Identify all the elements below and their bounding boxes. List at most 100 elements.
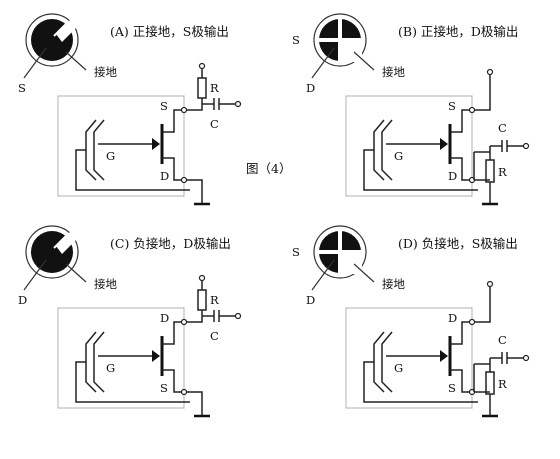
gate-label: G xyxy=(106,361,115,375)
capacitor-label: C xyxy=(210,329,219,343)
gate-plate-inner xyxy=(93,119,105,181)
jfet-symbol-quadrant xyxy=(342,42,362,62)
bottom-lead xyxy=(162,157,184,181)
ground-label: 接地 xyxy=(94,277,117,291)
bottom-terminal xyxy=(180,388,188,396)
supply-terminal xyxy=(198,62,206,70)
panel-caption: (C) 负接地，D极输出 xyxy=(110,236,231,251)
gate-plate-inner xyxy=(381,331,393,393)
pin-label: D xyxy=(306,81,315,95)
pin-leader-line xyxy=(311,259,335,291)
bottom-lead xyxy=(450,369,472,393)
bottom-pin-label: S xyxy=(448,381,456,395)
jfet-symbol-vcut xyxy=(338,18,342,62)
top-lead xyxy=(450,321,472,345)
resistor xyxy=(485,159,495,183)
panel-caption: (A) 正接地，S极输出 xyxy=(110,24,229,39)
circuit-frame xyxy=(57,307,185,409)
gate-arrow xyxy=(152,350,160,362)
gate-return-wire xyxy=(75,149,190,191)
jfet-symbol-ring xyxy=(25,225,79,279)
output-terminal xyxy=(522,354,530,362)
jfet-symbol-gap xyxy=(53,23,67,37)
capacitor-label: C xyxy=(210,117,219,131)
top-pin-label: D xyxy=(448,311,457,325)
supply-wire xyxy=(474,286,491,323)
ground-label: 接地 xyxy=(94,65,117,79)
supply-terminal xyxy=(486,68,494,76)
top-pin-label: S xyxy=(160,99,168,113)
pin-leader-line xyxy=(23,47,47,79)
bottom-pin-label: D xyxy=(448,169,457,183)
bottom-pin-label: D xyxy=(160,169,169,183)
gate-arrow xyxy=(440,138,448,150)
capacitor-label: C xyxy=(498,333,507,347)
supply-terminal xyxy=(486,280,494,288)
pin-leader-line xyxy=(311,47,335,79)
resistor xyxy=(197,77,207,99)
bottom-terminal xyxy=(180,176,188,184)
resistor-label: R xyxy=(498,377,507,391)
top-terminal xyxy=(468,318,476,326)
supply-wire xyxy=(474,74,491,111)
resistor xyxy=(197,289,207,311)
gate-label: G xyxy=(394,361,403,375)
gate-return-wire xyxy=(363,149,478,191)
ground-label: 接地 xyxy=(382,65,405,79)
gate-plate-outer xyxy=(85,331,97,393)
jfet-symbol-notch xyxy=(56,230,78,254)
resistor-node-wire xyxy=(186,310,203,323)
bottom-lead xyxy=(450,157,472,181)
pin-label: S xyxy=(18,81,26,95)
ground-wire xyxy=(186,179,203,204)
ground-leader-line xyxy=(65,51,87,71)
top-lead xyxy=(450,109,472,133)
panel-caption: (B) 正接地，D极输出 xyxy=(398,24,518,39)
circuit-frame xyxy=(345,307,473,409)
gate-arrow xyxy=(152,138,160,150)
panel-3: D 接地 S (D) 负接地，S极输出 G D S R C xyxy=(292,225,530,418)
top-pin-label: S xyxy=(448,99,456,113)
symbol-side-label: S xyxy=(292,33,300,47)
jfet-symbol-vcut xyxy=(338,230,342,274)
output-terminal xyxy=(234,312,242,320)
symbol-side-label: S xyxy=(292,245,300,259)
circuit-frame xyxy=(57,95,185,197)
resistor xyxy=(485,371,495,395)
output-terminal xyxy=(522,142,530,150)
top-lead xyxy=(162,321,184,345)
circuit-frame xyxy=(345,95,473,197)
resistor-label: R xyxy=(210,293,219,307)
pin-label: D xyxy=(18,293,27,307)
panel-caption: (D) 负接地，S极输出 xyxy=(398,236,518,251)
gate-plate-outer xyxy=(85,119,97,181)
top-lead xyxy=(162,109,184,133)
top-terminal xyxy=(180,106,188,114)
ground-leader-line xyxy=(353,51,375,71)
jfet-symbol-ring xyxy=(313,225,367,279)
capacitor-label: C xyxy=(498,121,507,135)
gate-return-wire xyxy=(363,361,478,403)
ground-leader-line xyxy=(65,263,87,283)
gate-plate-outer xyxy=(373,119,385,181)
jfet-symbol-notch xyxy=(56,18,78,42)
ground-wire xyxy=(186,391,203,416)
ground-leader-line xyxy=(353,263,375,283)
ground-label: 接地 xyxy=(382,277,405,291)
resistor-node-wire xyxy=(186,98,203,111)
resistor-label: R xyxy=(210,81,219,95)
bottom-lead xyxy=(162,369,184,393)
top-terminal xyxy=(180,318,188,326)
pin-label: D xyxy=(306,293,315,307)
output-terminal xyxy=(234,100,242,108)
jfet-symbol-ring xyxy=(313,13,367,67)
gate-plate-inner xyxy=(381,119,393,181)
gate-return-wire xyxy=(75,361,190,403)
gate-plate-outer xyxy=(373,331,385,393)
supply-terminal xyxy=(198,274,206,282)
jfet-symbol-ring xyxy=(25,13,79,67)
gate-arrow xyxy=(440,350,448,362)
